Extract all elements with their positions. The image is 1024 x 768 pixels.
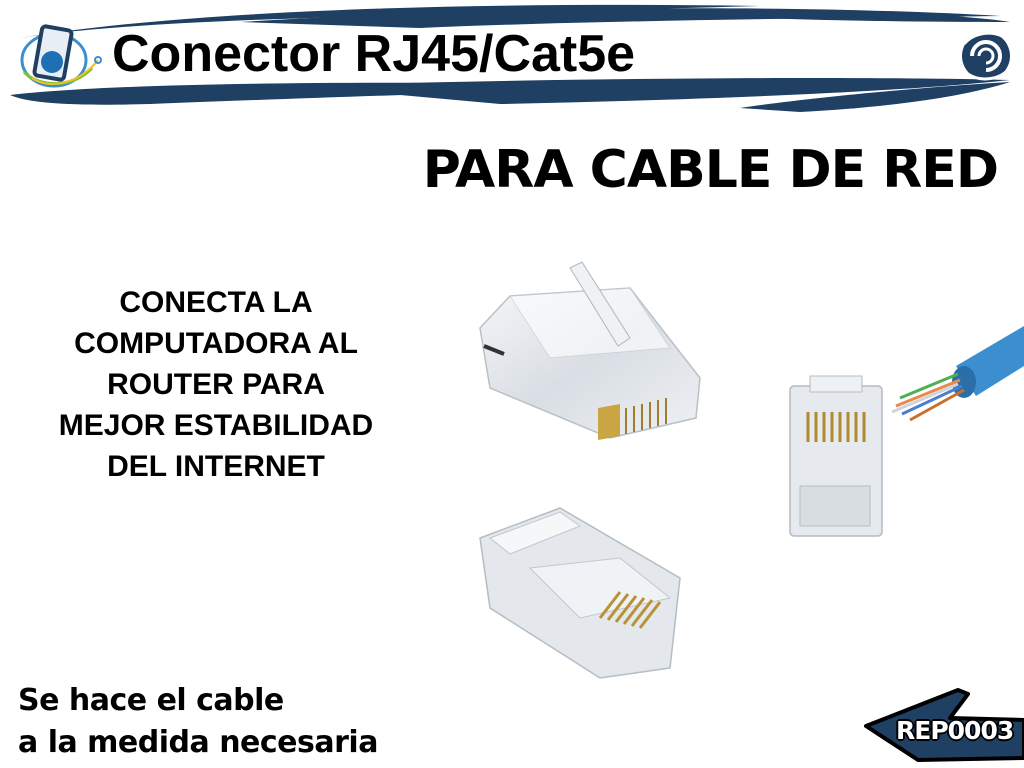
page-title: Conector RJ45/Cat5e <box>112 25 636 83</box>
footer-note-line: a la medida necesaria <box>18 725 378 760</box>
description-line: CONECTA LA <box>119 286 313 319</box>
subtitle: PARA CABLE DE RED <box>422 140 999 200</box>
header-banner <box>10 4 1010 112</box>
product-code-arrow-badge <box>864 688 1024 762</box>
product-code: REP0003 <box>896 716 1014 745</box>
rj45-connector-top-view <box>479 507 681 679</box>
rj45-connector-with-blue-cable <box>789 326 1024 537</box>
footer-note: Se hace el cable a la medida necesaria <box>18 680 378 764</box>
phone-circuit-logo-icon <box>20 24 102 88</box>
rj45-connector-side-view <box>479 261 701 440</box>
description: CONECTA LA COMPUTADORA AL ROUTER PARA ME… <box>20 282 412 487</box>
swirl-logo-icon <box>962 31 1010 81</box>
description-line: MEJOR ESTABILIDAD <box>58 409 374 442</box>
footer-note-line: Se hace el cable <box>18 683 284 718</box>
description-line: DEL INTERNET <box>107 450 325 483</box>
description-line: ROUTER PARA <box>107 368 325 401</box>
description-line: COMPUTADORA AL <box>74 327 358 360</box>
